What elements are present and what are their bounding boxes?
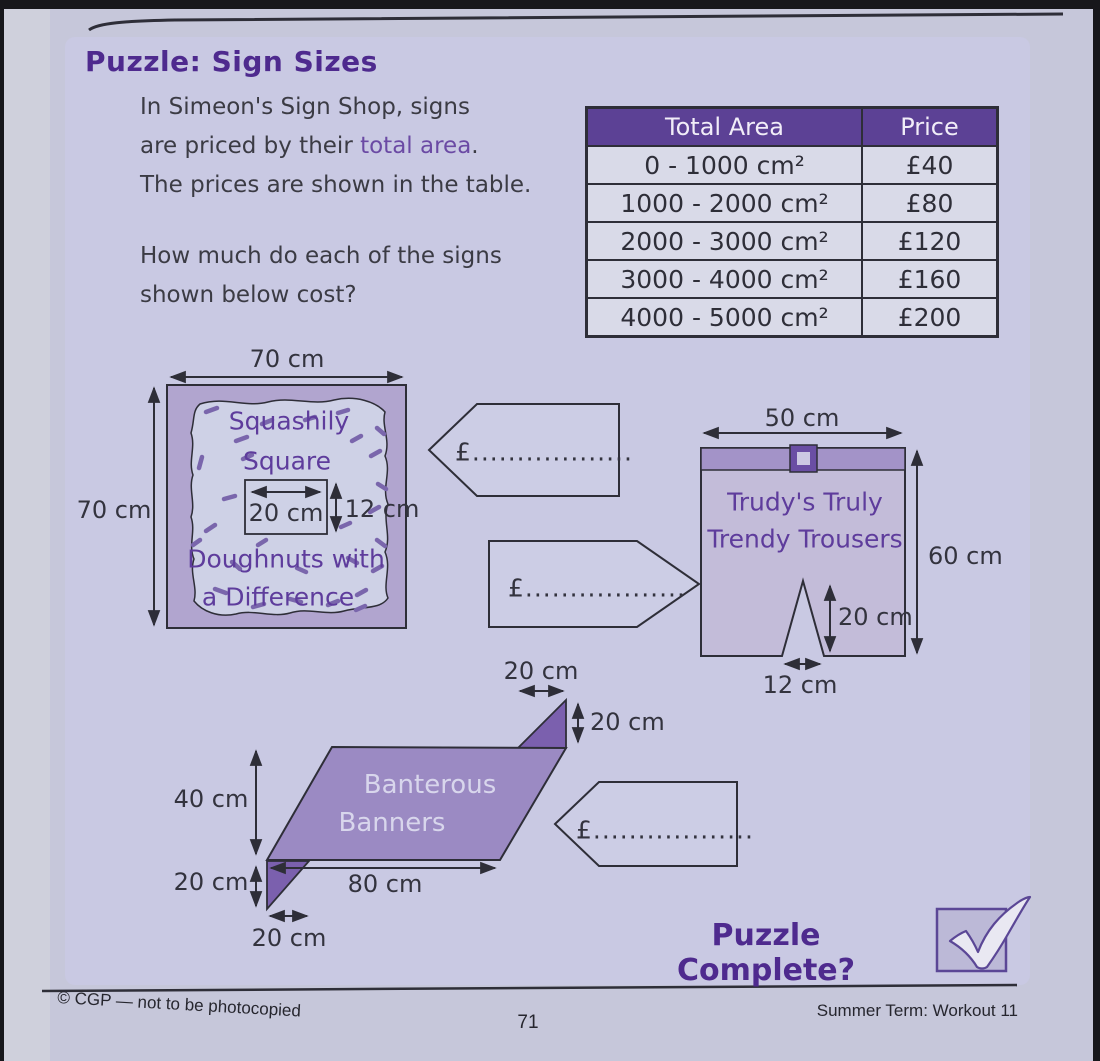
trousers-width-label: 50 cm: [764, 404, 840, 432]
area-cell: 1000 - 2000 cm²: [585, 183, 863, 223]
banner-name-line-1: Banterous: [363, 770, 497, 800]
banner-left-height-label: 40 cm: [173, 785, 249, 813]
price-table: Total Area Price 0 - 1000 cm² £40 1000 -…: [585, 106, 999, 338]
banner-fold-top-width-label: 20 cm: [503, 657, 579, 685]
squashily-name-line-4: a Difference: [201, 582, 355, 612]
area-cell: 0 - 1000 cm²: [585, 145, 863, 185]
table-row: 0 - 1000 cm² £40: [585, 145, 999, 185]
answer-3-price-field[interactable]: £..................: [576, 815, 754, 845]
area-cell: 3000 - 4000 cm²: [585, 259, 863, 299]
banner-fold-top-height-label: 20 cm: [590, 708, 665, 736]
banner-sign-board: [265, 745, 568, 861]
squashily-name-line-3: Doughnuts with: [187, 544, 385, 574]
price-cell: £200: [861, 297, 999, 338]
total-area-highlight: total area: [360, 133, 472, 159]
price-cell: £160: [861, 259, 999, 299]
squashily-width-label: 70 cm: [249, 345, 325, 373]
squashily-inner-width-label: 20 cm: [248, 499, 324, 527]
price-table-header-row: Total Area Price: [585, 106, 999, 147]
trousers-notch-height-label: 20 cm: [838, 603, 913, 631]
footer-rule: [41, 983, 1018, 993]
area-cell: 4000 - 5000 cm²: [585, 297, 863, 338]
area-cell: 2000 - 3000 cm²: [585, 221, 863, 261]
squashily-name-line-2: Square: [242, 446, 332, 476]
price-cell: £120: [861, 221, 999, 261]
price-cell: £40: [861, 145, 999, 185]
answer-arrow-3[interactable]: [553, 781, 738, 867]
table-row: 4000 - 5000 cm² £200: [585, 297, 999, 338]
banner-name-line-2: Banners: [338, 808, 446, 838]
question-line-2: shown below cost?: [140, 282, 357, 308]
trousers-buckle-inner: [797, 452, 810, 465]
banner-fold-top: [515, 697, 567, 749]
trousers-sign-board: [700, 447, 906, 657]
trousers-notch-width-label: 12 cm: [762, 671, 838, 699]
footer-workout-label: Summer Term: Workout 11: [816, 1001, 1018, 1020]
table-row: 2000 - 3000 cm² £120: [585, 221, 999, 261]
question-paragraph: How much do each of the signs shown belo…: [140, 237, 502, 315]
squashily-height-label: 70 cm: [76, 496, 152, 524]
trousers-name-line-1: Trudy's Truly: [727, 487, 883, 517]
intro-line-2: are priced by their total area.: [140, 133, 479, 159]
footer-page-number: 71: [517, 1012, 539, 1033]
question-line-1: How much do each of the signs: [140, 243, 502, 269]
puzzle-complete-checkbox[interactable]: [935, 895, 1032, 973]
squashily-name-line-1: Squashily: [228, 406, 350, 436]
answer-2-price-field[interactable]: £..................: [508, 573, 686, 603]
page-title: Puzzle: Sign Sizes: [85, 45, 378, 78]
intro-line-3: The prices are shown in the table.: [140, 172, 532, 198]
answer-arrow-2[interactable]: [488, 540, 701, 628]
header-total-area: Total Area: [585, 106, 863, 147]
doughnut-sprinkles: [190, 405, 389, 613]
banner-fold-bottom-height-label: 20 cm: [173, 868, 249, 896]
intro-paragraph: In Simeon's Sign Shop, signs are priced …: [140, 88, 531, 205]
banner-base-width-label: 80 cm: [347, 870, 423, 898]
squashily-inner-height-label: 12 cm: [344, 495, 420, 523]
header-price: Price: [861, 106, 999, 147]
page-edge-highlight: [4, 9, 50, 1061]
table-row: 3000 - 4000 cm² £160: [585, 259, 999, 299]
answer-arrow-1[interactable]: [427, 403, 620, 497]
trousers-height-label: 60 cm: [928, 542, 1003, 570]
intro-line-1: In Simeon's Sign Shop, signs: [140, 94, 470, 120]
squashily-blob: [190, 397, 389, 616]
puzzle-complete-label: Puzzle Complete?: [676, 918, 856, 988]
checkmark-icon: [948, 895, 1032, 970]
price-cell: £80: [861, 183, 999, 223]
top-rule: [88, 12, 1064, 32]
trousers-name-line-2: Trendy Trousers: [707, 524, 903, 554]
squashily-inner-rect: [244, 479, 328, 535]
table-row: 1000 - 2000 cm² £80: [585, 183, 999, 223]
banner-fold-bottom-width-label: 20 cm: [251, 924, 327, 952]
answer-1-price-field[interactable]: £..................: [455, 437, 633, 467]
